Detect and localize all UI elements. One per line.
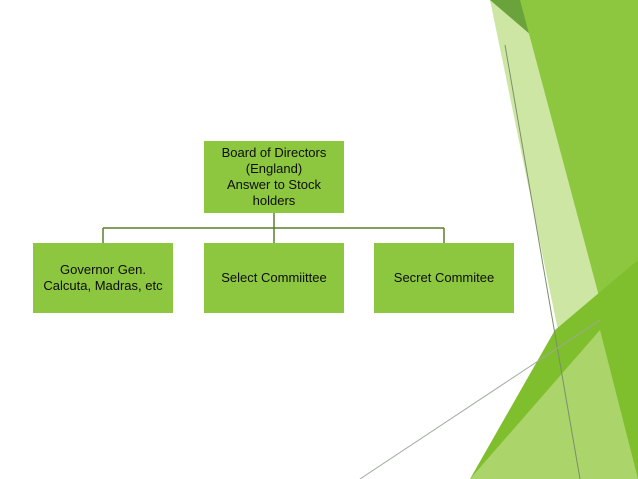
decor-line-2 xyxy=(359,319,601,479)
decor-shape-pale xyxy=(470,330,638,479)
node-secret-committee: Secret Commitee xyxy=(374,243,514,313)
decor-line-1 xyxy=(504,44,581,479)
node-governor-general: Governor Gen. Calcuta, Madras, etc xyxy=(33,243,173,313)
node-select-committee: Select Commiittee xyxy=(204,243,344,313)
node-label: Governor Gen. Calcuta, Madras, etc xyxy=(43,262,163,293)
node-label: Board of Directors (England) Answer to S… xyxy=(221,145,327,208)
node-label: Select Commiittee xyxy=(221,270,327,285)
node-board-of-directors: Board of Directors (England) Answer to S… xyxy=(204,141,344,213)
node-label: Secret Commitee xyxy=(393,270,495,285)
